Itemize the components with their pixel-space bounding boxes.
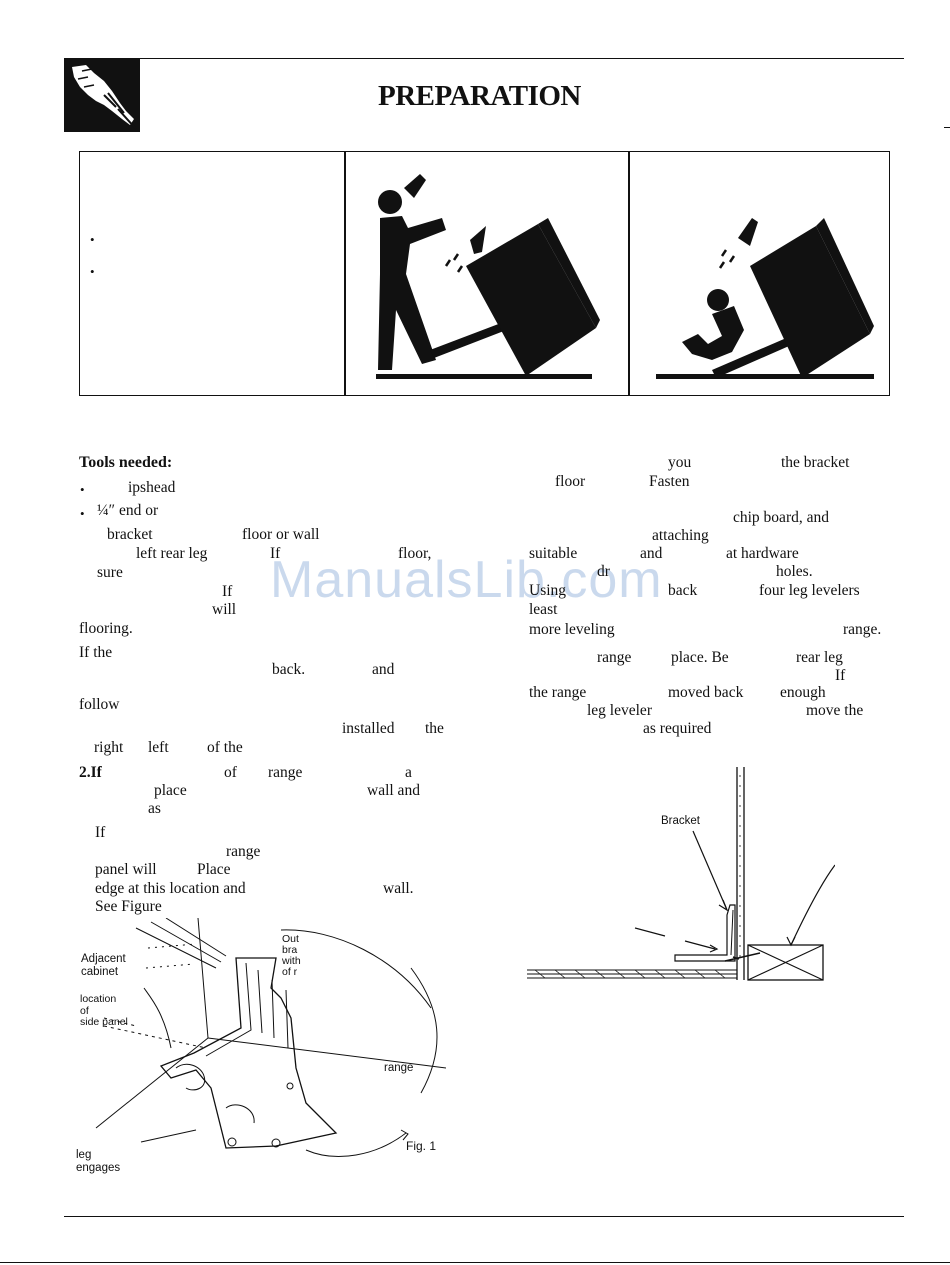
left-text-fragment: If <box>222 583 233 600</box>
tools-heading: Tools needed: <box>79 454 173 471</box>
left-text-fragment: range <box>268 764 303 781</box>
tool-bullet-2: • <box>80 506 85 521</box>
tool-item-2: ¼″ end or <box>97 502 159 519</box>
right-text-fragment: you <box>668 454 692 471</box>
tool-item-1: ipshead <box>128 479 176 496</box>
fig1-label-location-side-panel: location of side panel <box>80 993 128 1029</box>
watermark: ManualsLib.com <box>270 551 663 609</box>
page-title: PREPARATION <box>378 80 581 112</box>
fig1-label-adjacent-cabinet: Adjacent cabinet <box>81 953 126 978</box>
right-text-fragment: suitable <box>529 545 578 562</box>
right-text-fragment: leg leveler <box>587 702 652 719</box>
right-text-fragment: least <box>529 601 558 618</box>
right-text-fragment: Using <box>529 582 567 599</box>
tip-over-child-illustration <box>656 218 874 379</box>
left-text-fragment: a <box>405 764 412 781</box>
header-right-tick <box>944 127 950 128</box>
right-text-fragment: Fasten <box>649 473 690 490</box>
left-text-fragment: as <box>148 800 161 817</box>
right-text-fragment: the bracket <box>781 454 850 471</box>
header-hand-icon <box>64 59 140 132</box>
warning-box-divider-2 <box>628 151 630 396</box>
fig1-bracket-illustration <box>95 918 446 1157</box>
right-text-fragment: place. Be <box>671 649 729 666</box>
left-text-fragment: will <box>212 601 237 618</box>
fig1-caption: Fig. 1 <box>406 1139 437 1153</box>
left-text-fragment: wall. <box>383 880 414 897</box>
right-text-fragment: moved back <box>668 684 744 701</box>
right-text-fragment: four leg levelers <box>759 582 860 599</box>
fig1-label-leg-engages: leg engages <box>76 1149 121 1174</box>
right-text-fragment: attaching <box>652 527 709 544</box>
header-top-rule <box>64 58 904 59</box>
left-text-fragment: place <box>154 782 187 799</box>
left-text-fragment: back. <box>272 661 306 678</box>
right-text-fragment: range. <box>843 621 882 638</box>
fig1-label-range: range <box>384 1062 414 1074</box>
left-text-fragment: edge at this location and <box>95 880 246 897</box>
right-text-fragment: the range <box>529 684 587 701</box>
right-text-fragment: rear leg <box>796 649 843 666</box>
left-text-fragment: sure <box>97 564 123 581</box>
left-text-fragment: floor, <box>398 545 432 562</box>
left-text-fragment: of <box>224 764 237 781</box>
left-text-fragment: wall and <box>367 782 420 799</box>
left-text-fragment: left <box>148 739 169 756</box>
left-text-fragment: If <box>270 545 281 562</box>
right-text-fragment: back <box>668 582 698 599</box>
left-text-fragment: floor or wall <box>242 526 320 543</box>
left-text-fragment: panel will <box>95 861 157 878</box>
tip-over-adult-illustration <box>376 174 600 379</box>
right-text-fragment: more leveling <box>529 621 615 638</box>
right-text-fragment: and <box>640 545 663 562</box>
right-text-fragment: move the <box>806 702 864 719</box>
left-text-fragment: installed <box>342 720 395 737</box>
fig1-label-outline: Out bra with of r <box>282 933 301 979</box>
left-text-fragment: the <box>425 720 444 737</box>
right-text-fragment: chip board, and <box>733 509 829 526</box>
left-text-fragment: 2.If <box>79 764 102 781</box>
right-text-fragment: at hardware <box>726 545 799 562</box>
fig2-label-bracket: Bracket <box>661 815 700 827</box>
right-text-fragment: range <box>597 649 632 666</box>
right-text-fragment: If <box>835 667 846 684</box>
warning-box <box>79 151 890 396</box>
tool-bullet-1: • <box>80 482 85 497</box>
left-text-fragment: Place <box>197 861 231 878</box>
right-text-fragment: dr <box>597 563 610 580</box>
footer-rule <box>64 1216 904 1217</box>
right-text-fragment: floor <box>555 473 586 490</box>
left-text-fragment: left rear leg <box>136 545 208 562</box>
left-text-fragment: follow <box>79 696 120 713</box>
left-text-fragment: bracket <box>107 526 153 543</box>
left-text-fragment: If the <box>79 644 113 661</box>
warning-bullet-1: • <box>90 232 95 247</box>
warning-box-divider-1 <box>344 151 346 396</box>
left-text-fragment: right <box>94 739 124 756</box>
footer-bottom-rule <box>0 1262 950 1263</box>
left-text-fragment: flooring. <box>79 620 133 637</box>
left-text-fragment: range <box>226 843 261 860</box>
left-text-fragment: and <box>372 661 395 678</box>
right-text-fragment: enough <box>780 684 826 701</box>
left-text-fragment: See Figure <box>95 898 162 915</box>
warning-bullet-2: • <box>90 264 95 279</box>
left-text-fragment: If <box>95 824 106 841</box>
fig2-bracket-section-illustration <box>527 767 835 981</box>
right-text-fragment: as required <box>643 720 712 737</box>
right-text-fragment: holes. <box>776 563 813 580</box>
left-text-fragment: of the <box>207 739 243 756</box>
